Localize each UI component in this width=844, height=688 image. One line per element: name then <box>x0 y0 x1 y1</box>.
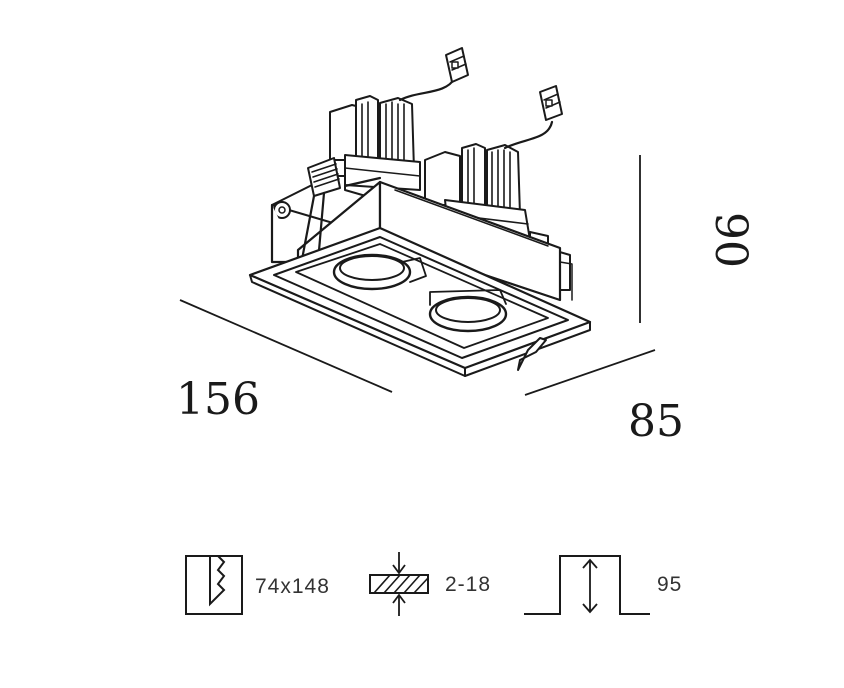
recess-depth-value: 95 <box>657 573 682 596</box>
led-module-left <box>329 47 469 191</box>
width-label: 85 <box>628 396 684 447</box>
height-label: 90 <box>705 212 756 268</box>
led-module-right <box>424 85 563 253</box>
length-label: 156 <box>176 374 260 425</box>
length-dimension-line <box>179 299 393 393</box>
cutout-value: 74x148 <box>255 575 330 598</box>
spec-ceiling-thickness: 2-18 <box>369 552 491 616</box>
spec-recess-depth: 95 <box>524 555 682 615</box>
dimension-lines <box>179 155 656 396</box>
cutout-icon <box>185 555 243 615</box>
mounting-tab <box>517 337 547 371</box>
lens-left <box>332 253 427 291</box>
lens-right <box>428 289 508 333</box>
recess-depth-icon <box>524 555 650 615</box>
fixture-illustration <box>248 47 592 377</box>
width-dimension-line <box>524 349 656 396</box>
ceiling-thickness-icon <box>369 552 429 616</box>
spec-cutout: 74x148 <box>185 555 330 615</box>
ceiling-thickness-value: 2-18 <box>445 573 491 596</box>
